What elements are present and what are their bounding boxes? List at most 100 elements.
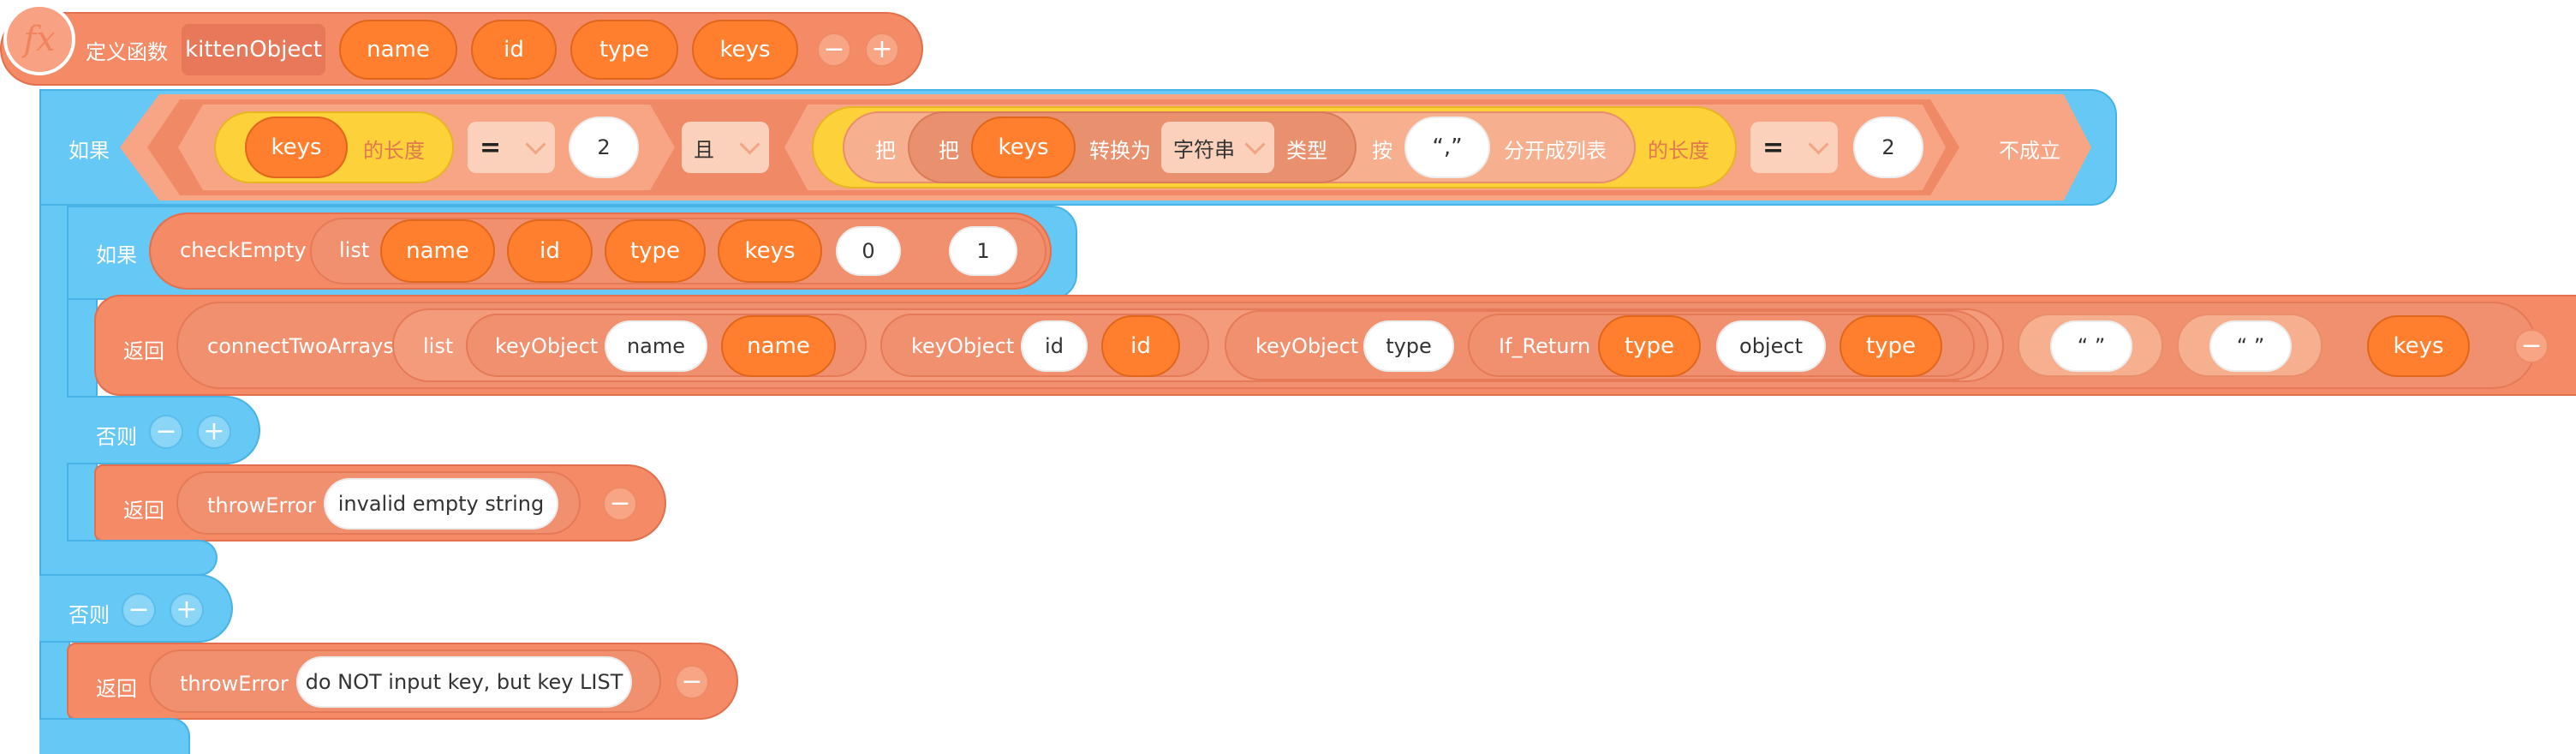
number-field-left[interactable]: 2: [569, 117, 639, 178]
convert-to-label: 转换为: [1089, 139, 1151, 163]
throw-error-label-2: throwError: [180, 672, 289, 696]
error-message-field-2[interactable]: do NOT input key, but key LIST: [296, 656, 632, 708]
key-object-1-value-text: name: [747, 333, 810, 359]
and-text: 且: [694, 137, 714, 162]
remove-arg-button-1[interactable]: −: [2514, 329, 2549, 363]
key-object-3-key-text: type: [1386, 334, 1432, 358]
separator-text: “,”: [1432, 135, 1463, 160]
return-label-2: 返回: [123, 499, 164, 523]
chevron-down-icon: [1244, 133, 1266, 155]
arg-keys[interactable]: keys: [718, 219, 822, 283]
param-name[interactable]: name: [339, 20, 457, 80]
keys-var-left[interactable]: keys: [245, 117, 348, 178]
number-left-text: 2: [597, 135, 611, 159]
equals-text: =: [1762, 132, 1785, 163]
operator-select-left[interactable]: =: [468, 122, 555, 173]
length-of-label-right: 的长度: [1648, 139, 1709, 163]
key-object-2-value-text: id: [1130, 333, 1151, 359]
chevron-down-icon: [525, 133, 546, 155]
function-name-text: kittenObject: [185, 37, 322, 63]
error-message-field-1[interactable]: invalid empty string: [324, 478, 558, 530]
minus-icon: −: [2520, 331, 2543, 361]
number-0-field[interactable]: 0: [836, 226, 901, 276]
type-word-label: 类型: [1286, 139, 1327, 163]
key-object-label-3: keyObject: [1255, 334, 1359, 358]
type-select[interactable]: 字符串: [1161, 122, 1274, 173]
key-object-1-key-text: name: [626, 334, 686, 358]
plus-icon: +: [176, 595, 198, 625]
empty-string-field-2[interactable]: “ ”: [2209, 320, 2292, 372]
if-return-type-a[interactable]: type: [1598, 315, 1701, 377]
param-keys-text: keys: [719, 37, 771, 63]
outer-else-remove-button[interactable]: −: [122, 593, 156, 627]
arg-type[interactable]: type: [605, 219, 706, 283]
param-id[interactable]: id: [471, 20, 557, 80]
and-operator-select[interactable]: 且: [682, 122, 769, 173]
number-1-field[interactable]: 1: [949, 226, 1017, 276]
if-return-type-c[interactable]: type: [1840, 315, 1942, 377]
arg-name-text: name: [406, 238, 469, 264]
arg-type-text: type: [629, 238, 681, 264]
inner-else-remove-button[interactable]: −: [149, 415, 183, 449]
minus-icon: −: [823, 34, 845, 64]
if-return-object-text: object: [1739, 334, 1803, 358]
keys-var-left-text: keys: [271, 135, 322, 160]
param-type[interactable]: type: [570, 20, 678, 80]
remove-param-button[interactable]: −: [817, 33, 851, 67]
error-message-text-2: do NOT input key, but key LIST: [305, 670, 623, 694]
separator-field[interactable]: “,”: [1404, 117, 1490, 178]
add-param-button[interactable]: +: [865, 33, 899, 67]
inner-else-label: 否则: [96, 425, 137, 449]
remove-arg-button-3[interactable]: −: [675, 665, 709, 699]
number-1-text: 1: [976, 239, 990, 263]
key-object-2-key-text: id: [1045, 334, 1064, 358]
inner-else-add-button[interactable]: +: [197, 415, 231, 449]
length-of-label-left: 的长度: [363, 139, 425, 163]
arg-keys-text: keys: [744, 238, 796, 264]
param-name-text: name: [367, 37, 430, 63]
key-object-3-key[interactable]: type: [1363, 320, 1454, 372]
if-return-type-c-text: type: [1865, 333, 1917, 359]
function-fx-icon: fx: [3, 3, 75, 75]
minus-icon: −: [681, 667, 703, 697]
key-object-1-key[interactable]: name: [605, 320, 707, 372]
number-field-right[interactable]: 2: [1853, 117, 1923, 178]
split-label: 分开成列表: [1504, 139, 1607, 163]
number-right-text: 2: [1881, 135, 1895, 159]
key-object-label-1: keyObject: [495, 334, 599, 358]
key-object-1-value[interactable]: name: [721, 315, 836, 377]
if-return-type-a-text: type: [1624, 333, 1675, 359]
key-object-label-2: keyObject: [911, 334, 1015, 358]
outer-if-label: 如果: [69, 139, 110, 163]
empty-string-text-2: “ ”: [2236, 334, 2265, 358]
return-label-3: 返回: [96, 677, 137, 701]
arg-id[interactable]: id: [507, 219, 593, 283]
param-keys[interactable]: keys: [692, 20, 798, 80]
ba-label-1: 把: [875, 139, 896, 163]
return-label-1: 返回: [123, 339, 164, 363]
arg-name[interactable]: name: [380, 219, 495, 283]
inner-if-bottom: [67, 540, 218, 576]
not-true-label: 不成立: [1999, 139, 2060, 163]
remove-arg-button-2[interactable]: −: [603, 487, 637, 521]
ba-label-2: 把: [939, 139, 959, 163]
keys-var-return[interactable]: keys: [2367, 315, 2470, 377]
connect-two-arrays-label: connectTwoArrays: [207, 334, 394, 358]
list-label: list: [339, 238, 370, 262]
operator-select-right[interactable]: =: [1750, 122, 1838, 173]
if-return-object[interactable]: object: [1716, 320, 1826, 372]
fx-icon: fx: [23, 20, 56, 59]
check-empty-label: checkEmpty: [180, 238, 307, 262]
equals-text: =: [480, 132, 502, 163]
empty-string-field-1[interactable]: “ ”: [2050, 320, 2132, 372]
number-0-text: 0: [862, 239, 875, 263]
param-id-text: id: [504, 37, 524, 63]
empty-string-text-1: “ ”: [2077, 334, 2106, 358]
function-name-field[interactable]: kittenObject: [182, 24, 325, 75]
key-object-2-value[interactable]: id: [1101, 315, 1180, 377]
outer-else-add-button[interactable]: +: [170, 593, 204, 627]
key-object-2-key[interactable]: id: [1021, 320, 1088, 372]
type-select-text: 字符串: [1173, 137, 1235, 162]
keys-var-right[interactable]: keys: [971, 117, 1076, 178]
define-function-label: 定义函数: [86, 39, 168, 64]
